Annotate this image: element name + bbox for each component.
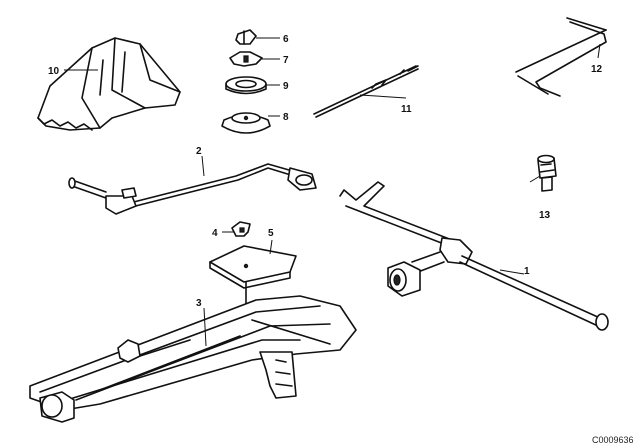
callout-8: 8 xyxy=(283,112,289,123)
leader-3 xyxy=(203,307,207,347)
part-2-wheel-brace xyxy=(68,163,317,215)
part-9-rubber-ring xyxy=(225,76,267,95)
callout-1: 1 xyxy=(524,266,530,277)
leader-2 xyxy=(201,155,205,177)
leader-5 xyxy=(269,239,273,255)
part-4-wing-nut xyxy=(231,221,251,237)
drawing-number: C0009636 xyxy=(592,435,634,445)
callout-6: 6 xyxy=(283,34,289,45)
leader-12 xyxy=(597,43,601,59)
callout-5: 5 xyxy=(268,228,274,239)
part-11-rod xyxy=(313,65,419,118)
part-8-bump-stop xyxy=(221,112,271,134)
callout-4: 4 xyxy=(212,228,218,239)
leader-13 xyxy=(529,175,541,183)
callout-13: 13 xyxy=(539,210,551,221)
callout-7: 7 xyxy=(283,55,289,66)
callout-2: 2 xyxy=(196,146,202,157)
callout-9: 9 xyxy=(283,81,289,92)
part-10-wheel-chock xyxy=(37,37,181,131)
leader-11 xyxy=(359,94,407,99)
part-3-jack xyxy=(29,281,357,423)
part-12-allen-key xyxy=(515,17,607,97)
callout-3: 3 xyxy=(196,298,202,309)
part-7-wing-nut xyxy=(229,51,263,67)
callout-12: 12 xyxy=(591,64,603,75)
part-1-cross-handle xyxy=(339,181,609,331)
leader-1 xyxy=(499,269,525,275)
part-5-plate xyxy=(209,245,297,289)
part-13-bolt xyxy=(537,154,557,192)
callout-11: 11 xyxy=(401,104,412,115)
callout-10: 10 xyxy=(48,66,60,77)
part-6-nut xyxy=(235,29,257,45)
